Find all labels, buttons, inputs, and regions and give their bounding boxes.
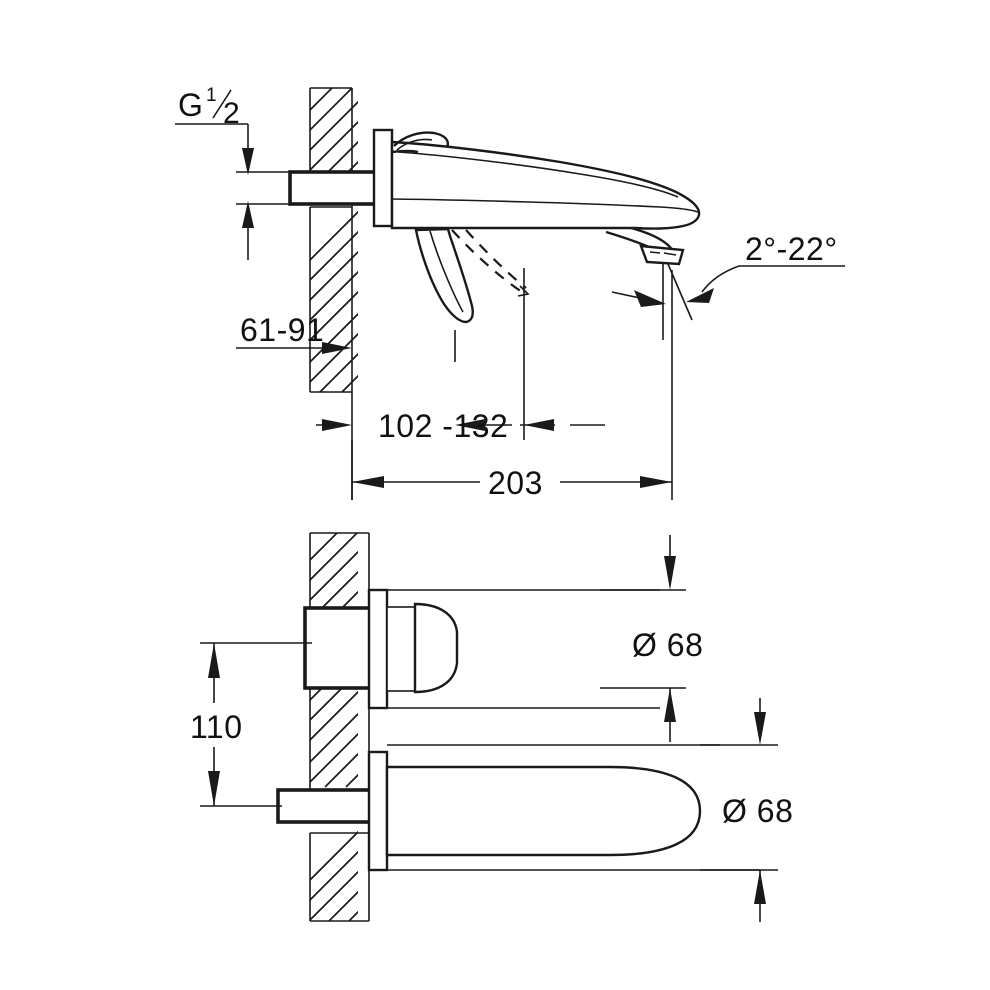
spout-outline: [390, 140, 701, 230]
lever-boss-outline: [393, 131, 449, 148]
dim-110-arrowhead-bottom: [208, 771, 220, 806]
projection-range-label: 102 -132: [378, 408, 508, 444]
lever-swing-arc: [451, 229, 527, 293]
angle-arrowhead-left: [634, 290, 666, 307]
lever-handle-inner-line: [429, 230, 464, 313]
handle-dome-cap: [413, 602, 459, 694]
lever-boss-highlight: [396, 138, 433, 151]
dimension-thread-g-half: G 1 2: [175, 85, 254, 260]
escutcheon-diameter-upper-label: Ø 68: [632, 627, 703, 663]
dimension-102-132: 102 -132: [316, 268, 605, 444]
aerator: [639, 244, 685, 266]
spout-escutcheon: [367, 750, 389, 872]
spout-top-ridge: [397, 151, 679, 198]
dim-61-91-arrowhead: [322, 342, 352, 354]
escutcheon-diameter-lower-label: Ø 68: [722, 793, 793, 829]
g-half-arrowhead-down: [242, 148, 254, 175]
handle-escutcheon: [367, 588, 389, 710]
dimension-203: 203: [351, 270, 673, 501]
handle-assembly-plan: [303, 588, 660, 710]
total-projection-label: 203: [488, 465, 543, 501]
dimension-110: 110: [188, 642, 312, 807]
wall-depth-range-label: 61-91: [240, 312, 324, 348]
dimension-61-91: 61-91: [236, 312, 352, 354]
inlet-connector-top: [236, 170, 387, 206]
escutcheon-plate-top: [372, 128, 394, 228]
dimension-outlet-angle: 2°-22°: [611, 231, 845, 340]
center-distance-label: 110: [190, 709, 243, 745]
angle-arrowhead-right: [686, 288, 714, 303]
inlet-nipple: [288, 170, 387, 206]
dim-102-132-arrowhead-left: [322, 419, 352, 431]
dim-d68-lower-arrowhead-bottom: [754, 870, 766, 904]
dimension-diameter-upper: Ø 68: [600, 535, 703, 742]
angle-range-label: 2°-22°: [745, 231, 838, 267]
g-half-arrowhead-up: [242, 201, 254, 228]
dim-102-132-arrowhead-right: [524, 419, 554, 431]
wall-plate: [372, 128, 394, 228]
dim-203-arrowhead-right: [640, 476, 672, 488]
thread-spec-numerator: 1: [206, 85, 217, 106]
dim-102-132-arrowhead-inner-left: [455, 419, 485, 431]
lever-handle: [414, 227, 530, 324]
dim-d68-upper-arrowhead-bottom: [664, 688, 676, 722]
spout-body-side-view: [390, 131, 701, 266]
thread-spec-denominator: 2: [223, 97, 240, 130]
spout-assembly-plan: [276, 744, 760, 872]
dim-203-arrowhead-left: [352, 476, 384, 488]
thread-spec-letter: G: [178, 87, 203, 123]
dim-d68-upper-arrowhead-top: [664, 556, 676, 590]
spout-parting-line: [391, 198, 699, 213]
fraction-slash: [212, 89, 232, 119]
lever-boss-base: [391, 149, 419, 154]
spout-plan-outline: [385, 765, 702, 857]
dim-d68-lower-arrowhead-top: [754, 712, 766, 745]
dimension-diameter-lower: Ø 68: [700, 698, 793, 922]
angle-leader-left: [611, 291, 641, 299]
angle-leader-right: [701, 265, 740, 293]
lever-handle-outline: [414, 227, 474, 324]
dim-110-text-mask: [188, 703, 246, 747]
dim-110-arrowhead-top: [208, 643, 220, 678]
spout-inlet-nipple: [276, 788, 372, 824]
handle-collar: [386, 606, 416, 692]
swing-arc-arrow: [517, 285, 530, 297]
